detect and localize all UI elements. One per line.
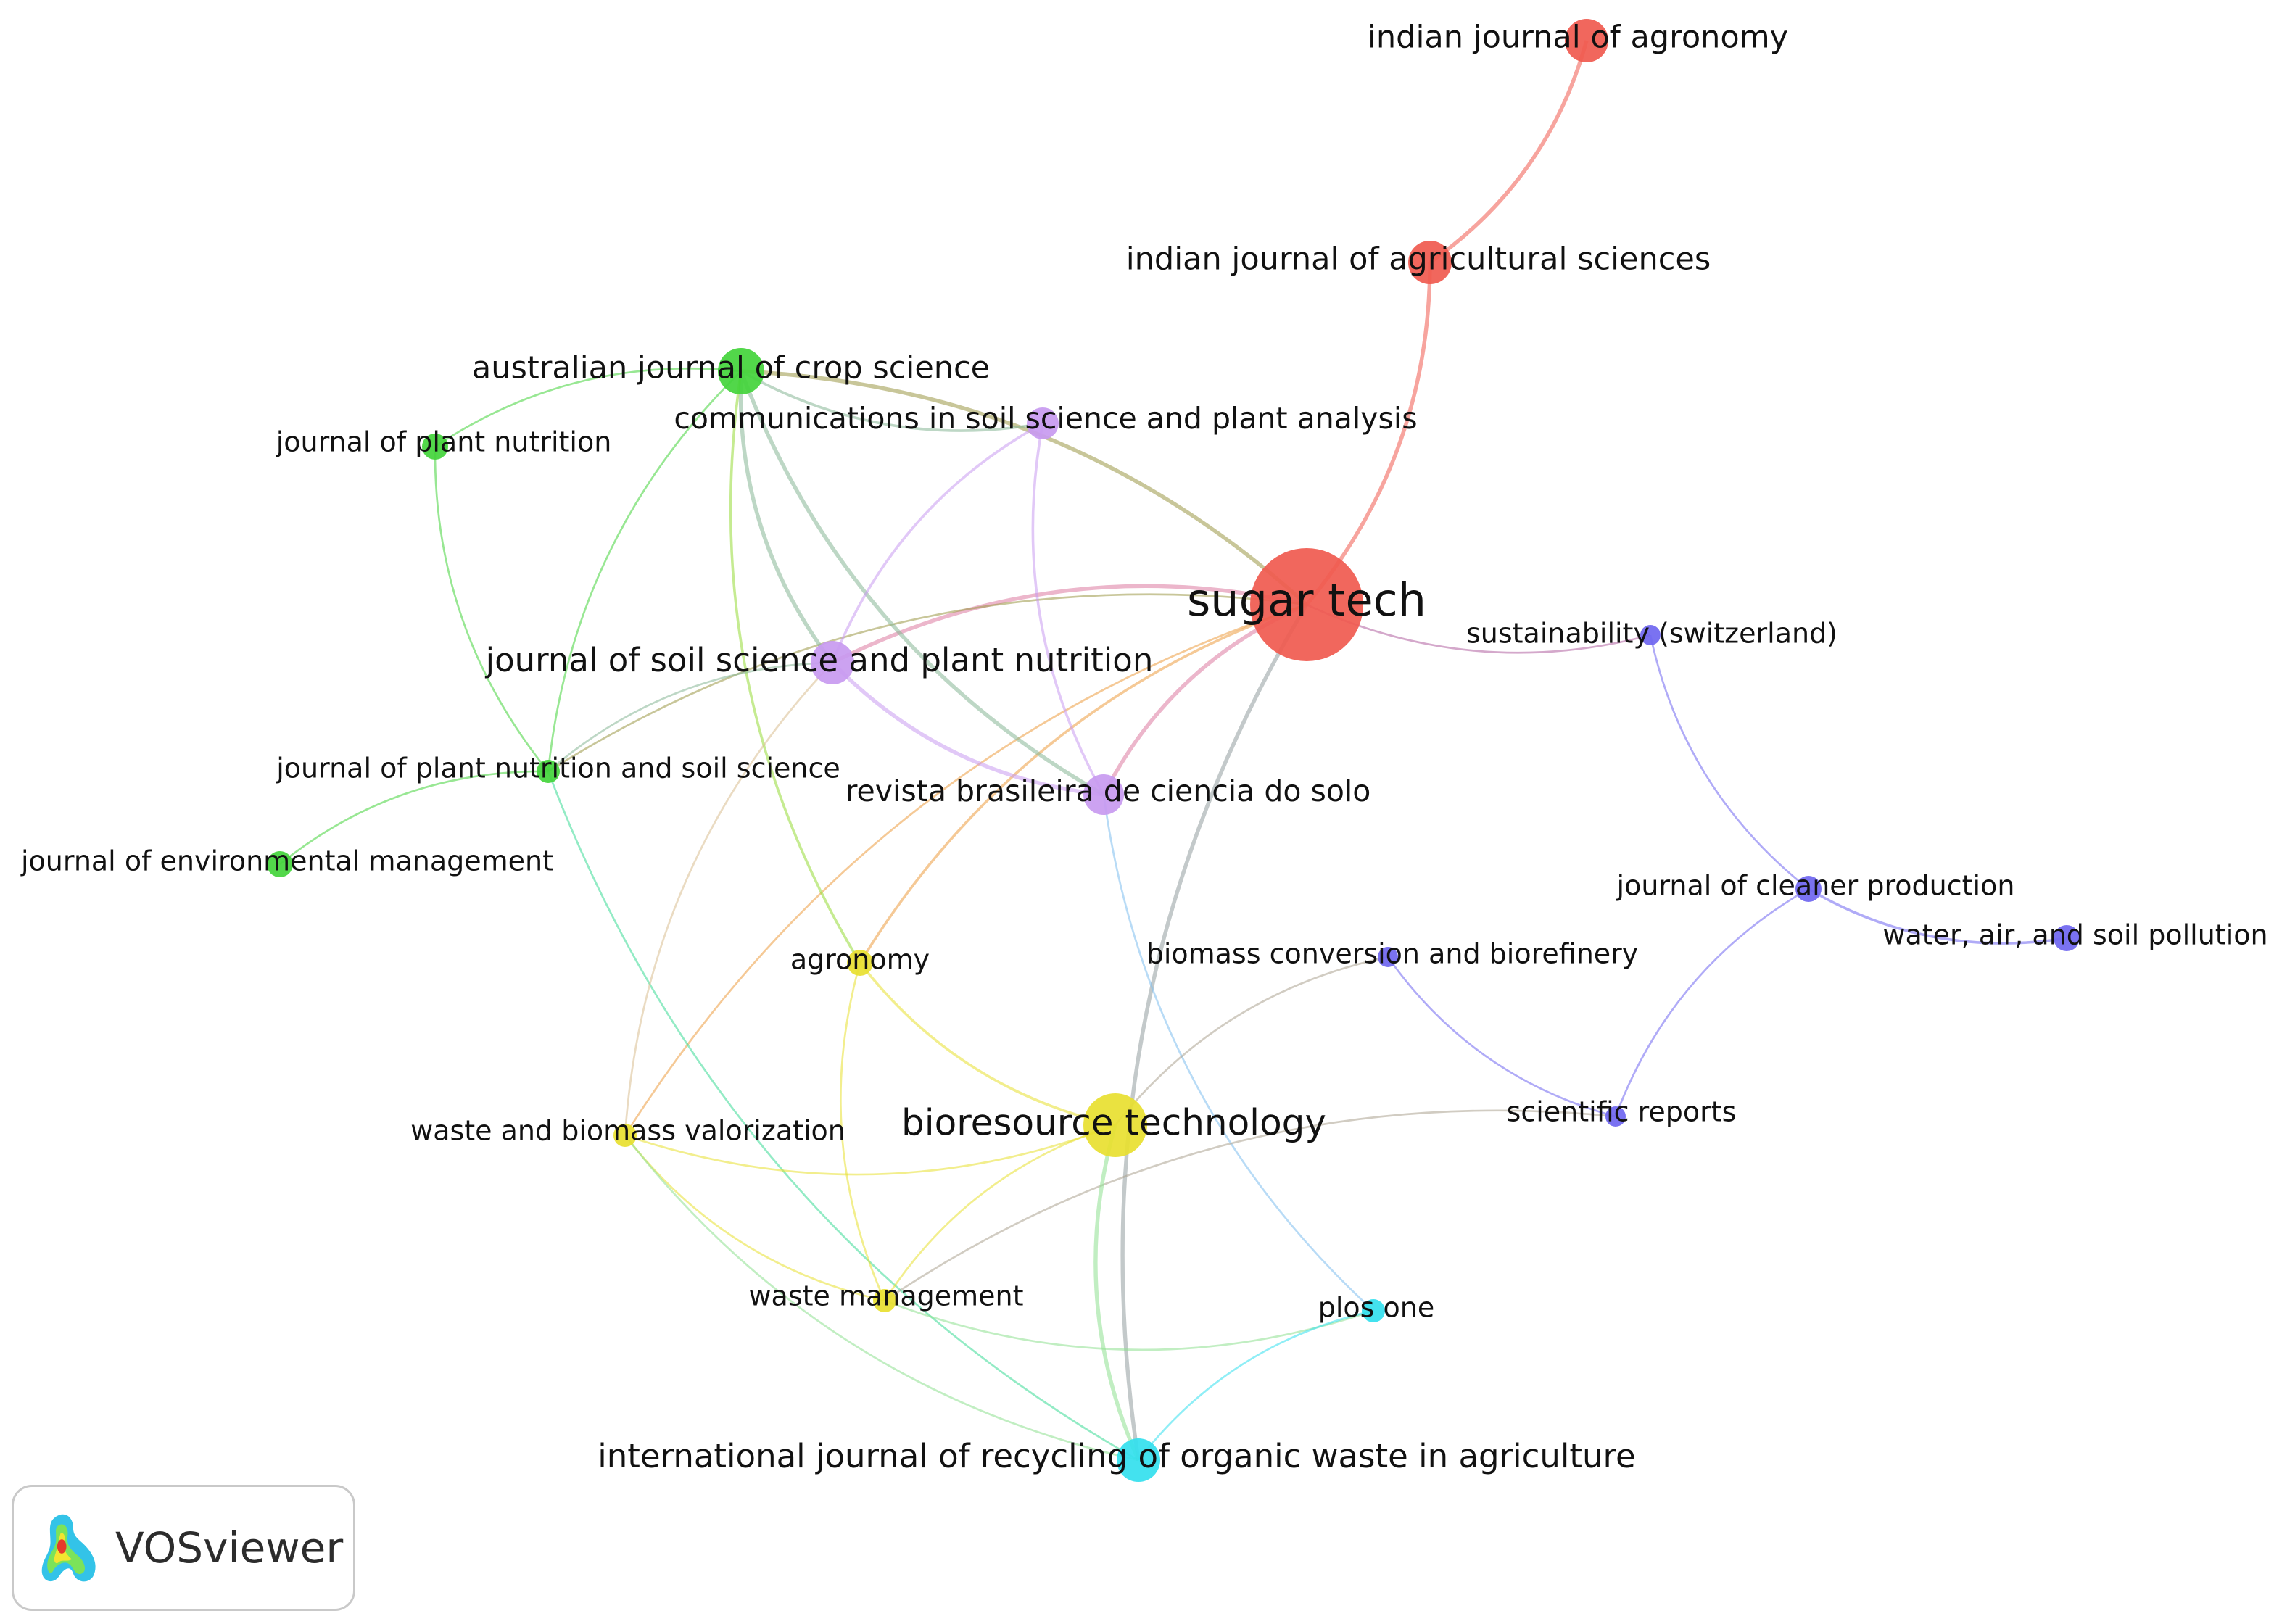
link-sugar-tech--agronomy (859, 603, 1307, 964)
link-journal-of-plant-nutrition-and-soil-science--journal-of-environmental-management (279, 770, 549, 866)
node-label-communications-in-soil-science-and-plant-analysis[interactable]: communications in soil science and plant… (674, 401, 1417, 436)
vosviewer-badge: VOSviewer (12, 1485, 355, 1611)
node-label-biomass-conversion-and-biorefinery[interactable]: biomass conversion and biorefinery (1146, 938, 1639, 970)
node-journal-of-plant-nutrition-and-soil-science[interactable] (537, 760, 560, 783)
link-bioresource-technology--waste-management (883, 1124, 1116, 1301)
node-revista-brasileira-de-ciencia-do-solo[interactable] (1083, 774, 1124, 815)
node-label-waste-and-biomass-valorization[interactable]: waste and biomass valorization (410, 1115, 845, 1147)
node-journal-of-environmental-management[interactable] (267, 851, 293, 877)
node-australian-journal-of-crop-science[interactable] (718, 348, 764, 394)
link-waste-and-biomass-valorization--waste-management (624, 1135, 885, 1302)
link-agronomy--bioresource-technology (859, 961, 1116, 1127)
node-label-journal-of-soil-science-and-plant-nutrition[interactable]: journal of soil science and plant nutrit… (485, 641, 1154, 679)
node-label-journal-of-environmental-management[interactable]: journal of environmental management (20, 845, 553, 877)
link-indian-journal-of-agricultural-sciences--indian-journal-of-agronomy (1429, 40, 1589, 265)
link-australian-journal-of-crop-science--revista-brasileira-de-ciencia-do-solo (739, 370, 1105, 797)
node-label-journal-of-cleaner-production[interactable]: journal of cleaner production (1616, 870, 2015, 902)
link-journal-of-soil-science-and-plant-nutrition--revista-brasileira-de-ciencia-do-solo (831, 661, 1104, 797)
node-waste-management[interactable] (873, 1289, 896, 1312)
link-australian-journal-of-crop-science--journal-of-soil-science-and-plant-nutrition (738, 370, 835, 664)
node-waste-and-biomass-valorization[interactable] (613, 1124, 637, 1147)
link-communications-in-soil-science-and-plant-analysis--revista-brasileira-de-ciencia-do-solo (1031, 423, 1105, 795)
nodes-layer (267, 19, 2080, 1482)
node-water-air-and-soil-pollution[interactable] (2054, 925, 2080, 951)
link-sugar-tech--international-journal-of-recycling-of-organic-waste-in-agriculture (1120, 603, 1309, 1461)
node-bioresource-technology[interactable] (1083, 1093, 1147, 1157)
link-journal-of-soil-science-and-plant-nutrition--journal-of-plant-nutrition-and-soil-science (547, 661, 833, 773)
link-journal-of-cleaner-production--water-air-and-soil-pollution (1808, 887, 2067, 945)
node-journal-of-plant-nutrition[interactable] (422, 434, 448, 460)
app-name: VOSviewer (115, 1523, 344, 1573)
link-biomass-conversion-and-biorefinery--scientific-reports (1386, 956, 1616, 1118)
link-scientific-reports--waste-management (884, 1109, 1616, 1302)
link-bioresource-technology--international-journal-of-recycling-of-organic-waste-in-agriculture (1093, 1124, 1141, 1462)
link-waste-and-biomass-valorization--international-journal-of-recycling-of-organic-waste-in-agriculture (624, 1135, 1139, 1462)
node-sugar-tech[interactable] (1250, 548, 1363, 661)
link-australian-journal-of-crop-science--agronomy (729, 370, 861, 964)
link-sugar-tech--waste-and-biomass-valorization (624, 603, 1307, 1136)
node-label-sugar-tech[interactable]: sugar tech (1187, 573, 1426, 626)
link-sugar-tech--journal-of-plant-nutrition-and-soil-science (547, 593, 1307, 773)
node-label-revista-brasileira-de-ciencia-do-solo[interactable]: revista brasileira de ciencia do solo (845, 774, 1371, 808)
link-journal-of-cleaner-production--scientific-reports (1614, 887, 1809, 1117)
node-label-indian-journal-of-agricultural-sciences[interactable]: indian journal of agricultural sciences (1126, 241, 1711, 278)
vosviewer-logo-icon (41, 1514, 96, 1582)
node-indian-journal-of-agronomy[interactable] (1565, 19, 1608, 62)
node-label-indian-journal-of-agronomy[interactable]: indian journal of agronomy (1368, 20, 1788, 56)
node-indian-journal-of-agricultural-sciences[interactable] (1408, 241, 1452, 284)
node-communications-in-soil-science-and-plant-analysis[interactable] (1027, 407, 1059, 439)
node-sustainability-switzerland[interactable] (1640, 625, 1661, 645)
link-australian-journal-of-crop-science--journal-of-plant-nutrition-and-soil-science (547, 370, 742, 772)
link-waste-management--plos-one (884, 1299, 1374, 1351)
node-label-bioresource-technology[interactable]: bioresource technology (901, 1102, 1326, 1144)
node-label-agronomy[interactable]: agronomy (790, 944, 930, 976)
link-sustainability-switzerland--journal-of-cleaner-production (1649, 634, 1809, 890)
node-international-journal-of-recycling-of-organic-waste-in-agriculture[interactable] (1117, 1438, 1160, 1482)
link-plos-one--international-journal-of-recycling-of-organic-waste-in-agriculture (1137, 1309, 1374, 1461)
link-journal-of-soil-science-and-plant-nutrition--waste-and-biomass-valorization (624, 662, 833, 1136)
node-label-journal-of-plant-nutrition-and-soil-science[interactable]: journal of plant nutrition and soil scie… (276, 753, 840, 784)
link-australian-journal-of-crop-science--journal-of-plant-nutrition (434, 367, 742, 448)
link-revista-brasileira-de-ciencia-do-solo--plos-one (1102, 794, 1374, 1312)
node-label-sustainability-switzerland[interactable]: sustainability (switzerland) (1466, 618, 1837, 650)
node-label-scientific-reports[interactable]: scientific reports (1507, 1096, 1737, 1128)
node-label-plos-one[interactable]: plos one (1318, 1292, 1435, 1324)
node-journal-of-cleaner-production[interactable] (1795, 876, 1822, 902)
link-communications-in-soil-science-and-plant-analysis--journal-of-soil-science-and-plant-nutrition (831, 422, 1043, 663)
node-label-australian-journal-of-crop-science[interactable]: australian journal of crop science (472, 350, 990, 386)
link-waste-and-biomass-valorization--bioresource-technology (624, 1124, 1116, 1176)
node-biomass-conversion-and-biorefinery[interactable] (1378, 947, 1398, 967)
link-australian-journal-of-crop-science--communications-in-soil-science-and-plant-analysis (740, 370, 1043, 432)
node-label-waste-management[interactable]: waste management (748, 1280, 1023, 1312)
node-label-water-air-and-soil-pollution[interactable]: water, air, and soil pollution (1882, 919, 2267, 951)
node-label-journal-of-plant-nutrition[interactable]: journal of plant nutrition (276, 426, 612, 458)
node-label-international-journal-of-recycling-of-organic-waste-in-agriculture[interactable]: international journal of recycling of or… (598, 1437, 1635, 1475)
node-agronomy[interactable] (847, 950, 873, 976)
link-journal-of-plant-nutrition--journal-of-plant-nutrition-and-soil-science (434, 446, 550, 772)
link-journal-of-plant-nutrition-and-soil-science--international-journal-of-recycling-of-organic-waste-in-agriculture (547, 771, 1139, 1462)
link-agronomy--waste-management (839, 962, 886, 1301)
node-scientific-reports[interactable] (1605, 1106, 1626, 1127)
node-plos-one[interactable] (1362, 1299, 1385, 1322)
link-biomass-conversion-and-biorefinery--bioresource-technology (1114, 956, 1389, 1126)
link-sugar-tech--journal-of-soil-science-and-plant-nutrition (831, 584, 1307, 665)
labels-layer: sugar tech indian journal of agronomy indi… (20, 20, 2268, 1476)
node-journal-of-soil-science-and-plant-nutrition[interactable] (811, 641, 854, 684)
